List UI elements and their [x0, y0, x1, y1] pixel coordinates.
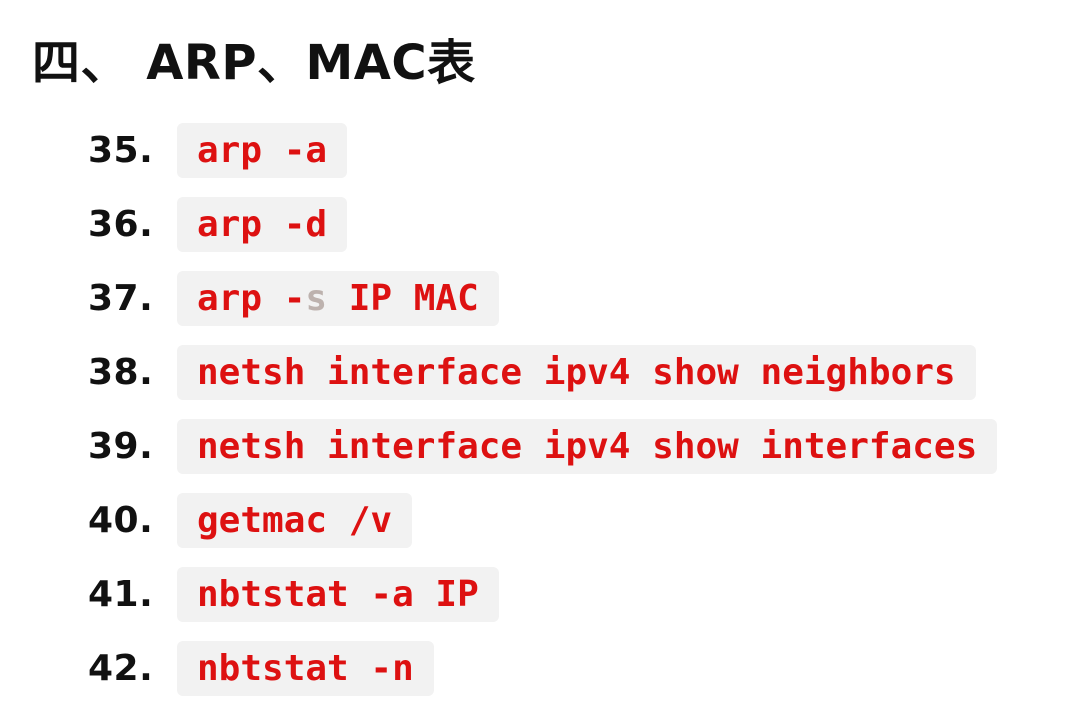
command-code-part: arp -	[197, 278, 306, 319]
item-number: 42.	[88, 648, 154, 689]
command-code: nbtstat -n	[177, 641, 434, 696]
command-code: nbtstat -a IP	[177, 567, 499, 622]
item-number: 41.	[88, 574, 154, 615]
command-code-faded-char: s	[305, 278, 328, 319]
command-list: 35. arp -a 36. arp -d 37. arp -s IP MAC …	[88, 123, 998, 715]
item-number: 36.	[88, 204, 154, 245]
command-item-41: 41. nbtstat -a IP	[88, 567, 997, 622]
command-item-39: 39. netsh interface ipv4 show interfaces	[88, 419, 998, 474]
command-item-37: 37. arp -s IP MAC	[88, 271, 997, 326]
command-item-36: 36. arp -d	[88, 197, 997, 252]
command-code-part: IP MAC	[327, 278, 479, 319]
item-number: 37.	[88, 278, 154, 319]
item-number: 39.	[88, 426, 154, 467]
item-number: 35.	[88, 130, 154, 171]
command-item-40: 40. getmac /v	[88, 493, 997, 548]
command-code: arp -s IP MAC	[177, 271, 499, 326]
command-code: arp -a	[177, 123, 348, 178]
command-code: getmac /v	[177, 493, 413, 548]
command-item-35: 35. arp -a	[88, 123, 997, 178]
command-item-42: 42. nbtstat -n	[88, 641, 997, 696]
section-heading: 四、 ARP、MAC表	[32, 35, 476, 91]
command-code: netsh interface ipv4 show neighbors	[177, 345, 976, 400]
item-number: 38.	[88, 352, 154, 393]
command-code: netsh interface ipv4 show interfaces	[177, 419, 998, 474]
command-item-38: 38. netsh interface ipv4 show neighbors	[88, 345, 997, 400]
command-code: arp -d	[177, 197, 348, 252]
item-number: 40.	[88, 500, 154, 541]
